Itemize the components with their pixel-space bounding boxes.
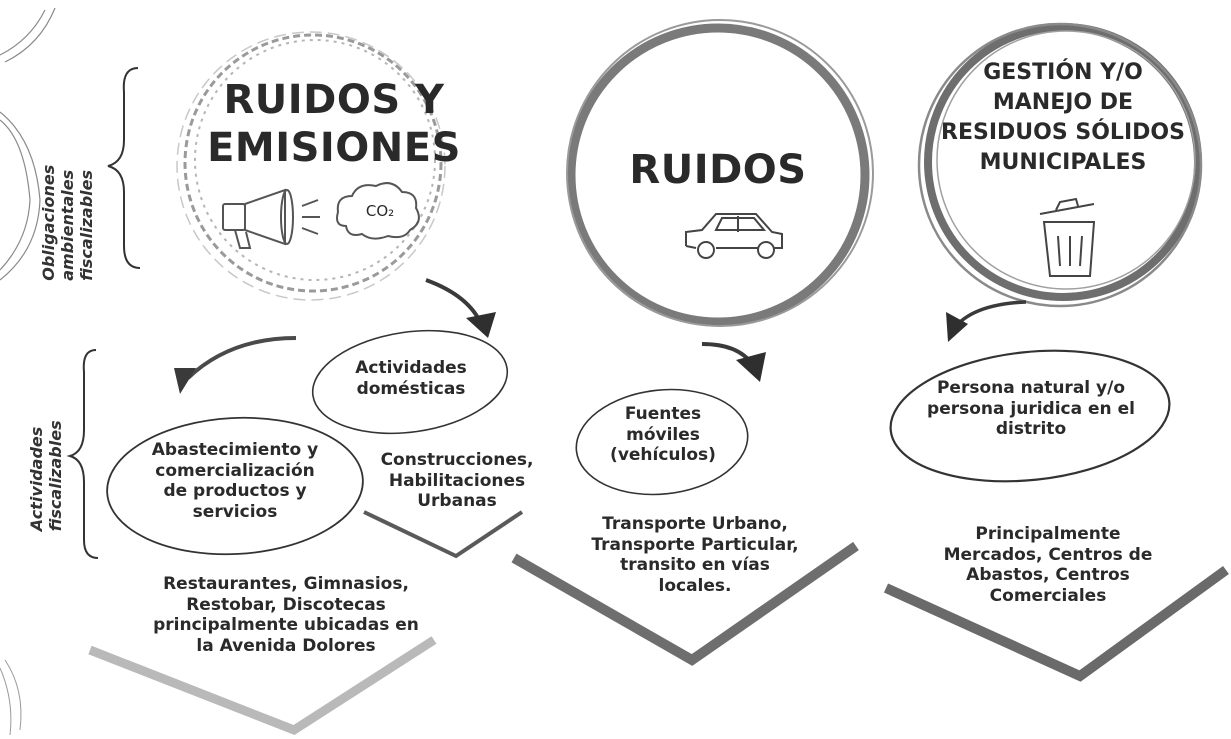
stamp-bottom <box>0 659 22 736</box>
oval-persona <box>889 349 1171 483</box>
oval-abastecimiento <box>106 416 364 556</box>
arrowhead-abastecimiento <box>174 368 196 394</box>
label-obligaciones-ambientales: Obligaciones ambientales fiscalizables <box>39 164 97 281</box>
chevron-restaurantes <box>88 636 437 736</box>
chevron-construcciones <box>363 510 524 559</box>
text-construcciones: Construcciones, Habilitaciones Urbanas <box>380 450 534 512</box>
circle-ruidos <box>566 19 874 327</box>
arrow-to-abastecimiento <box>186 336 297 380</box>
stamp-top <box>0 7 56 63</box>
trash-can-icon <box>1039 197 1096 277</box>
co2-label: CO₂ <box>365 202 395 220</box>
brace-actividades <box>66 349 99 559</box>
text-transporte: Transporte Urbano, Transporte Particular… <box>591 514 799 597</box>
co2-cloud-icon <box>336 182 420 240</box>
stamp-middle <box>0 111 41 281</box>
title-ruidos-emisiones: RUIDOS Y EMISIONES <box>207 77 461 171</box>
chevron-principalmente <box>883 565 1229 682</box>
megaphone-icon <box>222 188 320 249</box>
label-actividades-fiscalizables: Actividades fiscalizables <box>26 420 65 532</box>
oval-text-fuentes: Fuentes móviles (vehículos) <box>610 404 716 466</box>
arrow-residuos-to-persona <box>954 300 1027 328</box>
oval-domesticas <box>311 329 509 435</box>
circle-residuos <box>917 22 1203 308</box>
oval-text-persona: Persona natural y/o persona juridica en … <box>927 378 1135 440</box>
oval-text-domesticas: Actividades domésticas <box>355 358 467 399</box>
title-residuos: GESTIÓN Y/O MANEJO DE RESIDUOS SÓLIDOS M… <box>941 60 1185 175</box>
title-ruidos: RUIDOS <box>629 147 807 193</box>
oval-fuentes <box>575 388 749 496</box>
circle-ruidos-emisiones <box>176 31 446 301</box>
arrowhead-ruidos <box>736 352 766 382</box>
text-restaurantes: Restaurantes, Gimnasios, Restobar, Disco… <box>153 574 419 657</box>
arrowhead-residuos <box>946 312 968 342</box>
oval-text-abastecimiento: Abastecimiento y comercialización de pro… <box>151 440 319 523</box>
chevron-transporte <box>511 541 859 666</box>
brace-obligaciones <box>107 67 141 269</box>
arrowhead-emisiones <box>466 312 496 338</box>
text-principalmente: Principalmente Mercados, Centros de Abas… <box>943 524 1153 607</box>
car-icon <box>685 213 783 259</box>
